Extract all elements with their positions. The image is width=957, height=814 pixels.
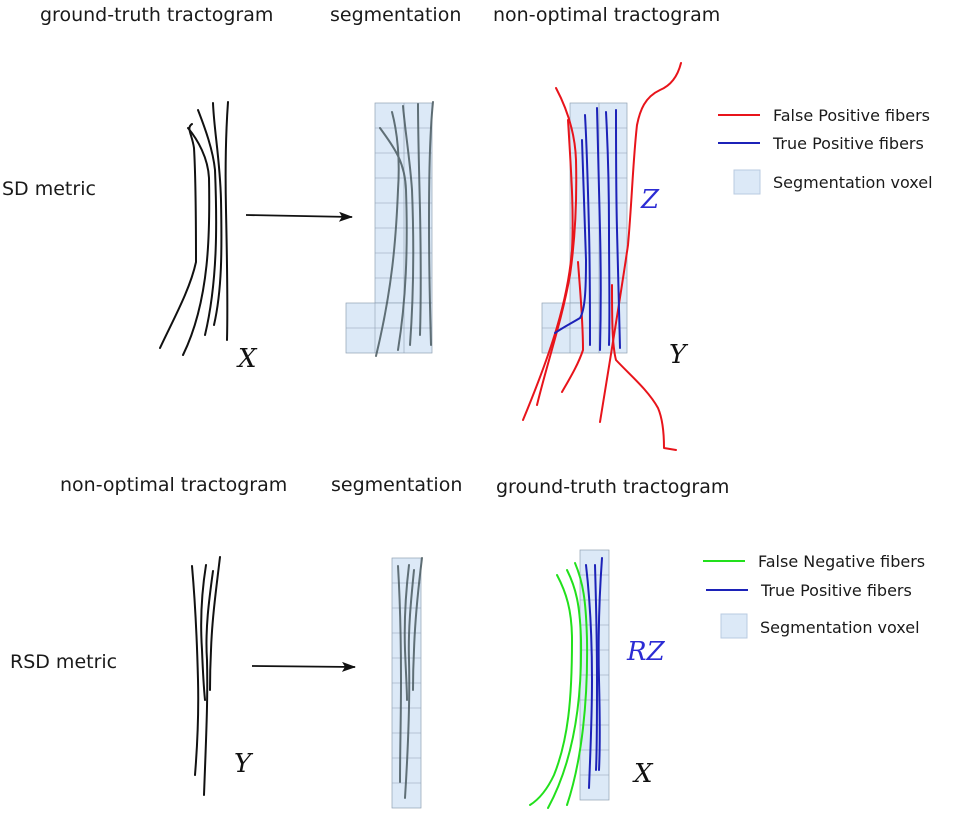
top-false-positive-fibers — [522, 62, 682, 451]
fiber — [584, 114, 591, 346]
fiber — [428, 101, 434, 346]
fiber — [547, 569, 583, 809]
fiber — [615, 109, 621, 349]
fiber — [596, 107, 602, 351]
legend-label: True Positive fibers — [772, 134, 924, 153]
legend-label: False Positive fibers — [773, 106, 930, 125]
fiber — [209, 556, 221, 691]
fiber — [566, 562, 589, 806]
top-var-mid: Z — [640, 185, 660, 215]
fiber — [224, 101, 229, 341]
fiber — [403, 564, 410, 701]
legend-label: Segmentation voxel — [760, 618, 920, 637]
fiber — [379, 127, 408, 351]
bottom-nonopt-fibers — [191, 556, 221, 796]
top-var-right: Y — [669, 340, 689, 370]
bottom-true-positive-fibers — [585, 557, 603, 789]
bottom-row-label: RSD metric — [10, 651, 117, 673]
fiber — [402, 105, 415, 346]
fiber — [536, 87, 578, 406]
fiber — [191, 565, 200, 776]
fiber — [412, 557, 423, 691]
top-gt-fibers — [159, 101, 229, 356]
top-arrow — [245, 211, 353, 222]
bottom-gt-voxels — [579, 549, 610, 801]
bottom-col1-title: non-optimal tractogram — [60, 474, 287, 496]
fiber — [417, 103, 422, 336]
top-row-label: SD metric — [2, 178, 96, 200]
bottom-col2-title: segmentation — [331, 474, 462, 496]
top-col3-title: non-optimal tractogram — [493, 4, 720, 26]
fiber — [585, 564, 593, 789]
fiber — [397, 565, 402, 783]
top-seg-fibers — [375, 101, 434, 357]
fiber — [404, 569, 415, 799]
fiber — [200, 564, 207, 701]
fiber — [594, 564, 598, 771]
bottom-col3-title: ground-truth tractogram — [496, 476, 729, 498]
bottom-arrow — [251, 661, 356, 672]
bottom-seg-fibers — [397, 557, 423, 799]
fiber — [375, 111, 400, 357]
fiber — [611, 284, 677, 451]
fiber — [599, 62, 682, 423]
fiber — [561, 261, 584, 393]
fiber — [182, 127, 211, 356]
top-seg-voxels — [345, 102, 433, 354]
bottom-var-mid: RZ — [626, 637, 666, 667]
fiber — [203, 570, 214, 796]
top-col2-title: segmentation — [330, 4, 461, 26]
top-true-positive-fibers — [554, 107, 621, 351]
fiber — [159, 123, 197, 349]
fiber — [197, 109, 218, 336]
legend-label: True Positive fibers — [760, 581, 912, 600]
fiber — [529, 574, 573, 806]
bottom-legend: False Negative fibers True Positive fibe… — [703, 552, 925, 639]
top-legend: False Positive fibers True Positive fibe… — [718, 106, 933, 195]
top-var-left: X — [236, 344, 258, 374]
bottom-var-right: X — [632, 759, 654, 789]
legend-label: False Negative fibers — [758, 552, 925, 571]
fiber — [554, 139, 587, 334]
legend-swatch-voxel — [733, 169, 761, 195]
legend-label: Segmentation voxel — [773, 173, 933, 192]
top-col1-title: ground-truth tractogram — [40, 4, 273, 26]
bottom-false-negative-fibers — [529, 562, 589, 809]
legend-swatch-voxel — [720, 613, 748, 639]
bottom-var-left: Y — [234, 749, 254, 779]
fiber — [605, 111, 611, 346]
fiber — [212, 102, 223, 326]
fiber — [522, 119, 574, 421]
fiber — [597, 557, 603, 771]
